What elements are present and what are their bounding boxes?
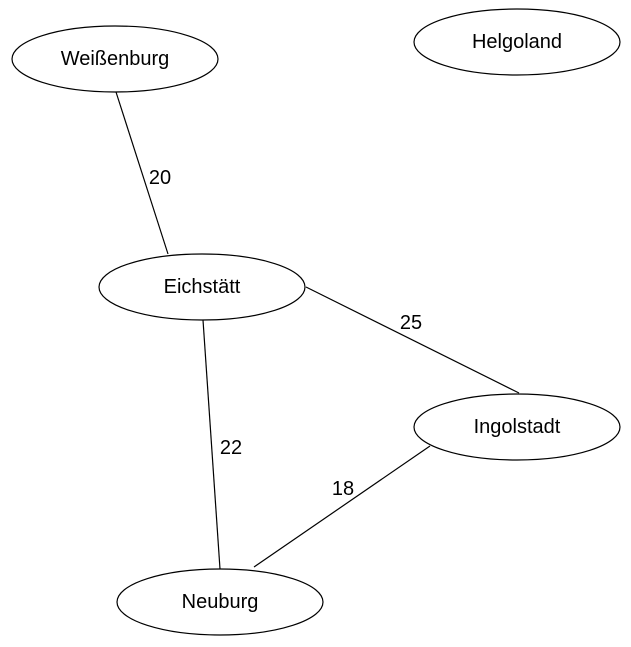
- edge-label-ingolstadt-neuburg: 18: [332, 478, 354, 500]
- edges-layer: 20 25 22 18: [115, 91, 520, 570]
- edge-eichstaett-ingolstadt: [305, 286, 520, 394]
- node-label-ingolstadt: Ingolstadt: [474, 416, 561, 438]
- node-label-eichstaett: Eichstätt: [164, 276, 241, 298]
- edge-eichstaett-neuburg: [202, 319, 221, 570]
- node-shape-eichstaett: [98, 253, 306, 321]
- node-helgoland: Helgoland: [413, 8, 621, 76]
- node-eichstaett: Eichstätt: [98, 253, 306, 321]
- edge-ingolstadt-neuburg: [253, 445, 431, 568]
- edge-label-weissenburg-eichstaett: 20: [149, 167, 171, 189]
- edge-label-eichstaett-neuburg: 22: [220, 437, 242, 459]
- node-label-helgoland: Helgoland: [472, 31, 562, 53]
- node-shape-weissenburg: [11, 25, 219, 93]
- nodes-layer: Weißenburg HelgolandEichstättIngolstadtNe…: [11, 8, 621, 636]
- node-neuburg: Neuburg: [116, 568, 324, 636]
- node-shape-helgoland: [413, 8, 621, 76]
- node-weissenburg: Weißenburg: [11, 25, 219, 93]
- node-label-neuburg: Neuburg: [182, 591, 259, 613]
- node-label-weissenburg: Weißenburg: [61, 48, 170, 70]
- node-shape-neuburg: [116, 568, 324, 636]
- node-shape-ingolstadt: [413, 393, 621, 461]
- edge-weissenburg-eichstaett: [115, 91, 169, 255]
- edge-label-eichstaett-ingolstadt: 25: [400, 312, 422, 334]
- node-ingolstadt: Ingolstadt: [413, 393, 621, 461]
